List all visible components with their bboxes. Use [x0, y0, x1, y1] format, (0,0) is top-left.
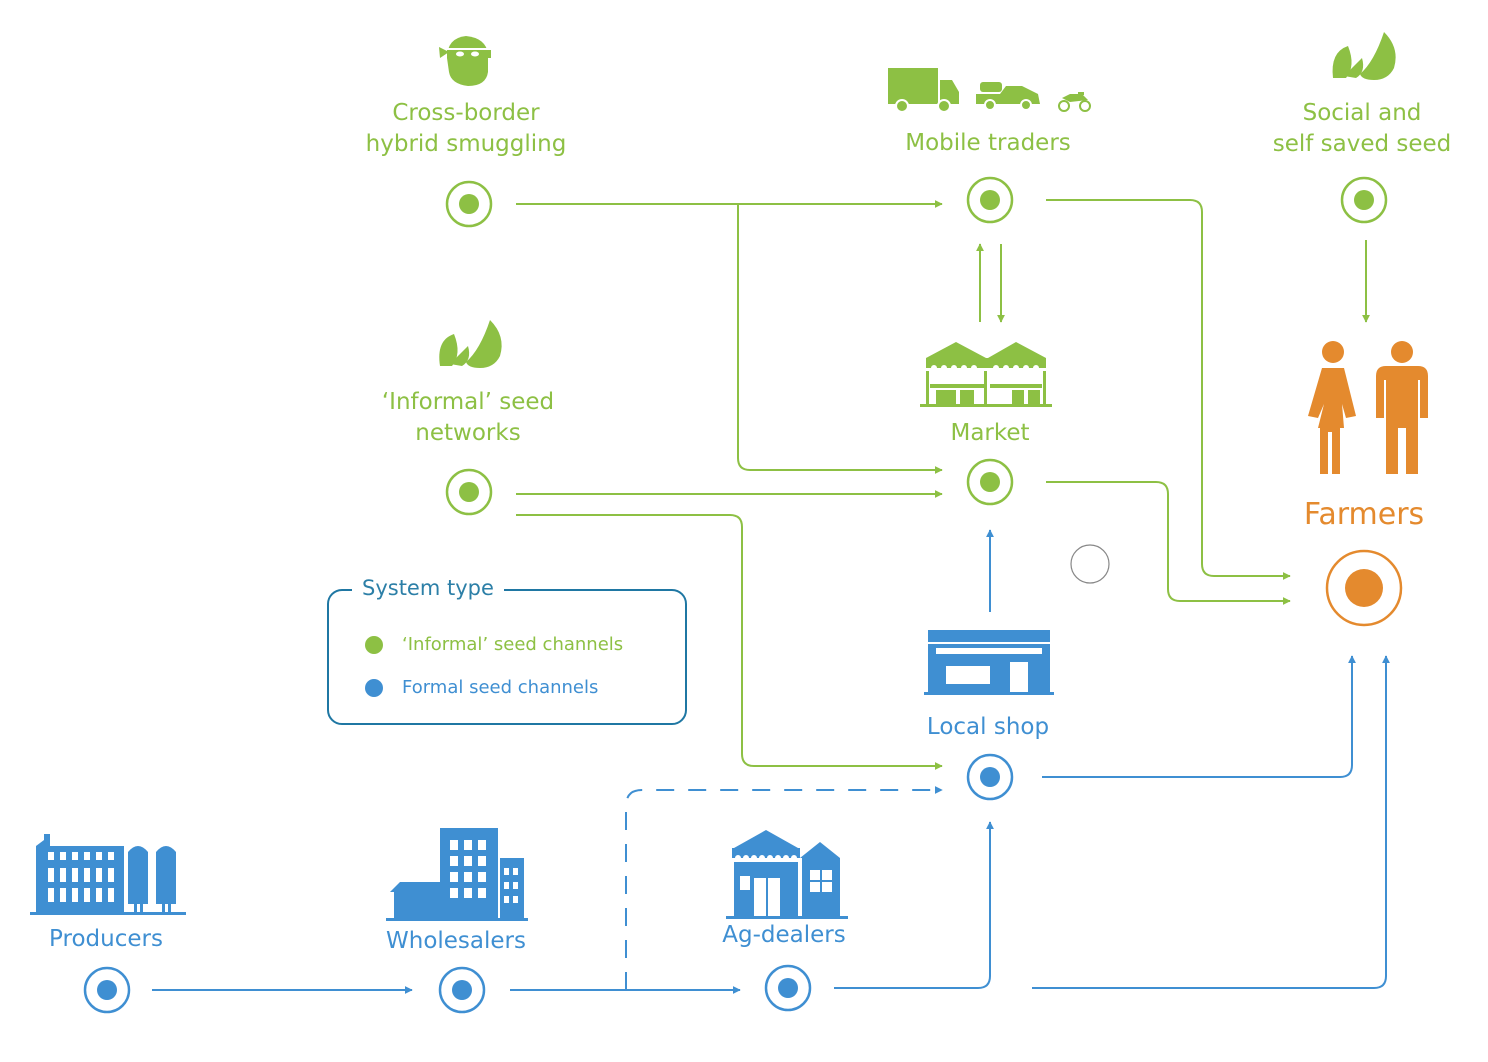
arrow-mobile-to-farmers	[1046, 199, 1291, 580]
arrow-networks-to-localshop	[516, 514, 943, 770]
node-target-ag-dealers	[764, 964, 812, 1012]
truck-car-motorbike-icon	[888, 68, 1091, 113]
label-market: Market	[950, 420, 1030, 446]
arrow-smuggling-to-market	[737, 204, 943, 474]
informal-connectors	[516, 199, 1370, 770]
leaves-icon-social	[1332, 32, 1396, 80]
label-mobile-traders: Mobile traders	[905, 130, 1071, 156]
arrow-market-to-farmers	[1046, 481, 1291, 605]
node-target-local-shop	[966, 753, 1014, 801]
legend-label-formal: Formal seed channels	[402, 677, 599, 698]
arrow-localshop-to-farmers	[1042, 655, 1356, 778]
node-target-market	[966, 458, 1014, 506]
label-local-shop: Local shop	[926, 714, 1050, 740]
office-buildings-icon	[386, 828, 528, 921]
label-ag-dealers: Ag-dealers	[722, 922, 846, 948]
dashed-arrow-wholesalers-to-localshop	[625, 786, 943, 990]
legend-label-informal: ‘Informal’ seed channels	[402, 634, 624, 655]
bandit-mask-icon	[439, 36, 491, 86]
formal-connectors	[152, 529, 1390, 994]
legend-dot-formal	[365, 679, 383, 697]
legend-dot-informal	[365, 636, 383, 654]
leaves-icon-networks	[439, 320, 502, 368]
label-producers: Producers	[49, 926, 163, 952]
legend-title: System type	[352, 574, 504, 602]
node-target-social-seed	[1340, 176, 1388, 224]
node-target-farmers	[1325, 549, 1403, 627]
node-target-mobile-traders	[966, 176, 1014, 224]
arrow-agdealers-to-localshop	[834, 821, 994, 989]
node-target-producers	[83, 966, 131, 1014]
node-target-cross-border	[445, 180, 493, 228]
empty-circle-marker	[1070, 544, 1110, 584]
farmers-icon	[1308, 341, 1428, 474]
store-building-icon	[726, 830, 848, 919]
node-target-informal-networks	[445, 468, 493, 516]
label-wholesalers: Wholesalers	[386, 928, 526, 954]
market-stall-icon	[920, 342, 1052, 407]
label-farmers: Farmers	[1303, 497, 1425, 532]
legend-box	[327, 589, 687, 725]
shop-icon	[924, 630, 1054, 695]
factory-icon	[30, 834, 186, 915]
arrow-agdealers-to-farmers	[1032, 655, 1390, 989]
node-target-wholesalers	[438, 966, 486, 1014]
